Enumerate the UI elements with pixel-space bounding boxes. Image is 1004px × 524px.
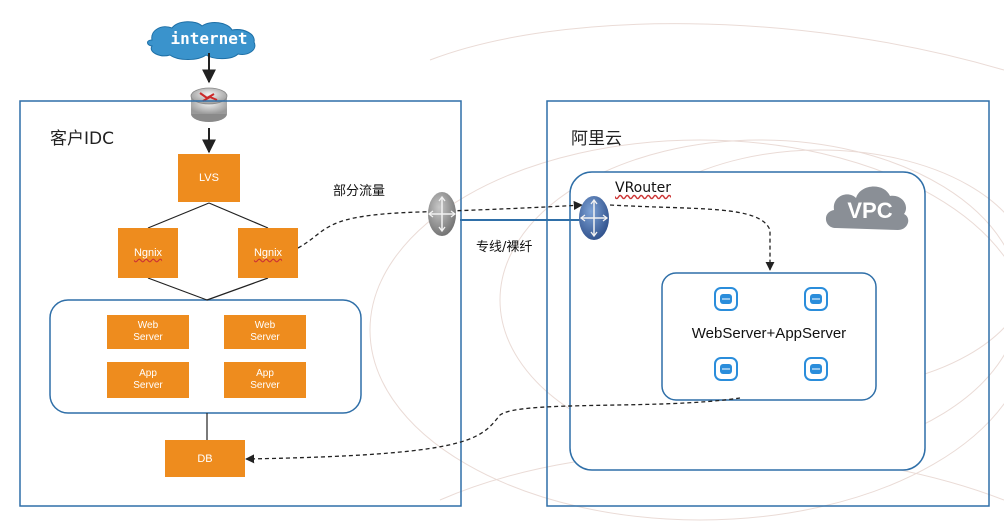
web-server-box[interactable]: Web Server xyxy=(224,315,306,349)
gray-router-icon xyxy=(427,192,457,236)
server-icon xyxy=(714,357,738,381)
customer-idc-title: 客户IDC xyxy=(50,129,114,149)
nginx-left-box[interactable]: Ngnix xyxy=(118,228,178,278)
partial-traffic-label: 部分流量 xyxy=(333,184,386,199)
vrouter-label: VRouter xyxy=(615,180,671,196)
web-server-box[interactable]: Web Server xyxy=(107,315,189,349)
internet-label: internet xyxy=(170,29,248,48)
app-server-box[interactable]: App Server xyxy=(224,362,306,398)
dedicated-line-label: 专线/裸纤 xyxy=(476,240,533,255)
server-icon xyxy=(804,287,828,311)
vpc-label: VPC xyxy=(847,198,893,223)
nginx-right-box[interactable]: Ngnix xyxy=(238,228,298,278)
db-box[interactable]: DB xyxy=(165,440,245,477)
servers-to-db-path xyxy=(245,397,741,464)
server-icon xyxy=(714,287,738,311)
lvs-box[interactable]: LVS xyxy=(178,154,240,202)
vrouter-to-servers-path xyxy=(609,204,775,271)
nginx-right-label: Ngnix xyxy=(253,247,283,259)
aliyun-boundary xyxy=(546,100,990,507)
server-icon xyxy=(804,357,828,381)
nginx-left-label: Ngnix xyxy=(133,247,163,259)
server-icons xyxy=(714,287,828,381)
vpc-cloud-icon xyxy=(825,186,909,230)
internet-cloud-icon xyxy=(147,21,256,60)
customer-idc-boundary xyxy=(19,100,462,507)
router-icon xyxy=(190,87,228,122)
app-server-box[interactable]: App Server xyxy=(107,362,189,398)
aliyun-title: 阿里云 xyxy=(571,129,622,149)
vrouter-icon xyxy=(579,196,609,240)
vrouter-label-text: VRouter xyxy=(615,180,671,196)
idc-server-group xyxy=(49,299,362,414)
server-group-label: WebServer+AppServer xyxy=(691,325,847,342)
idc-connectors xyxy=(147,53,269,440)
